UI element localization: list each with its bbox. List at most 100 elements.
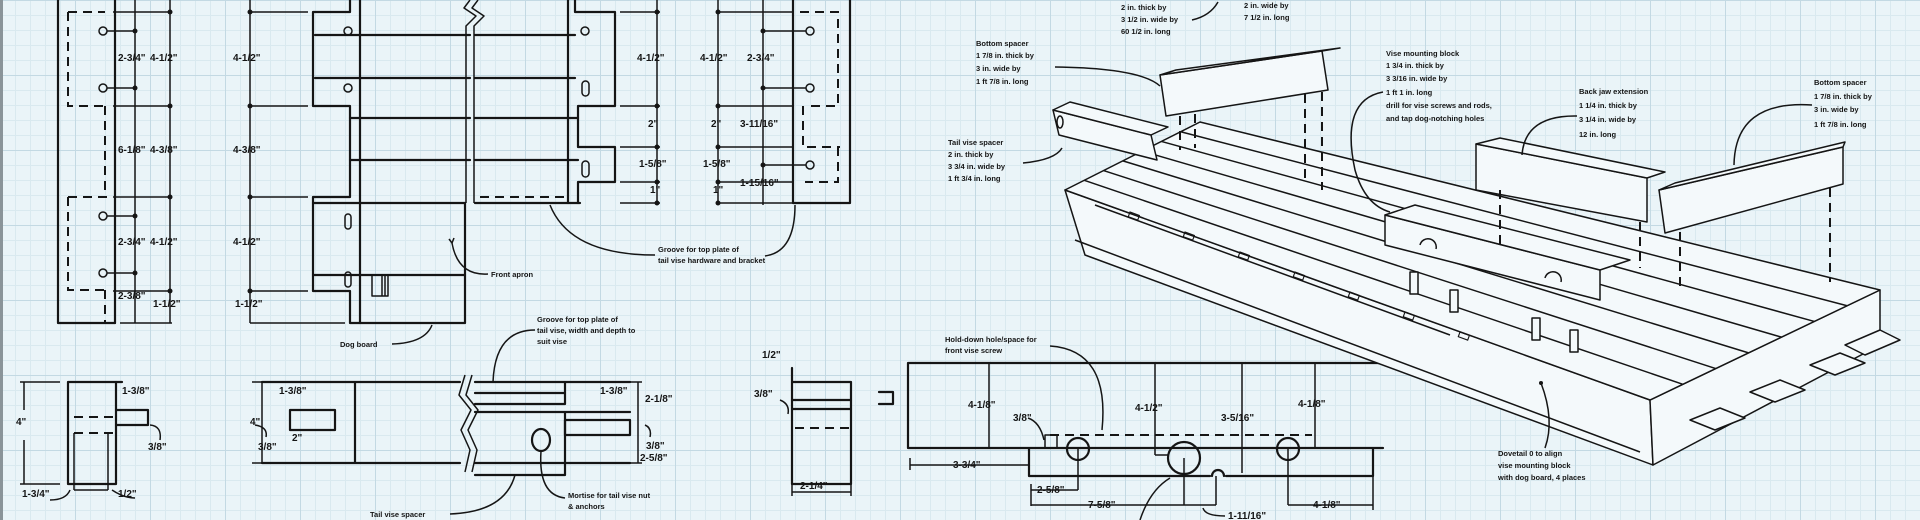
dim-label: 2-3/8" bbox=[118, 291, 146, 302]
leader-line bbox=[451, 242, 489, 275]
notch bbox=[114, 380, 150, 427]
dim-label: 2-5/8" bbox=[1037, 485, 1065, 496]
section-outline bbox=[790, 366, 853, 486]
dim-label: 3-11/16" bbox=[740, 119, 778, 130]
dim-label: 4-1/2" bbox=[150, 53, 178, 64]
note-text: 12 in. long bbox=[1579, 130, 1617, 139]
dim-label: 3-3/4" bbox=[953, 460, 981, 471]
note-text: 3 in. wide by bbox=[976, 64, 1021, 73]
note-text: tail vise, width and depth to bbox=[537, 326, 636, 335]
note-mortise: Mortise for tail vise nut & anchors bbox=[539, 450, 651, 511]
dim-label: 4-1/2" bbox=[233, 53, 261, 64]
note-text: suit vise bbox=[537, 337, 567, 346]
dog-slot bbox=[581, 80, 590, 97]
leader-line bbox=[1049, 345, 1104, 431]
dimension-line bbox=[20, 381, 60, 485]
dimension-ticks bbox=[247, 9, 345, 324]
dim-label: 3/8" bbox=[646, 441, 665, 452]
board-strip-line bbox=[1180, 130, 1848, 307]
dim-label: 4-1/2" bbox=[700, 53, 728, 64]
leader-line bbox=[1540, 382, 1550, 449]
leader-line bbox=[1521, 115, 1578, 156]
dim-label: 7-5/8" bbox=[1088, 500, 1116, 511]
note-text: 1 7/8 in. thick by bbox=[1814, 92, 1873, 101]
note-text: 3 1/2 in. wide by bbox=[1121, 15, 1179, 24]
bottom-spacer-left-block bbox=[1159, 47, 1341, 190]
note-text: 1 ft 1 in. long bbox=[1386, 88, 1433, 97]
leader-dot bbox=[1539, 381, 1543, 385]
section-outline-right bbox=[473, 380, 632, 477]
dim-label: 3/8" bbox=[148, 442, 167, 453]
dim-label: 3/8" bbox=[258, 442, 277, 453]
dim-label: 4-1/8" bbox=[1313, 500, 1341, 511]
vise-nut-mortise bbox=[371, 275, 389, 297]
dim-label: 1-11/16" bbox=[1228, 511, 1266, 520]
note-text: 1 ft 3/4 in. long bbox=[948, 174, 1001, 183]
tail-vise-spacer-block bbox=[1052, 101, 1169, 161]
note-bottom-spacer-left: Bottom spacer 1 7/8 in. thick by 3 in. w… bbox=[976, 39, 1161, 87]
dim-label: 1-1/2" bbox=[153, 299, 181, 310]
apron-outline-right bbox=[573, 0, 617, 205]
isometric-bench-top bbox=[1052, 47, 1901, 466]
board-lines bbox=[311, 33, 472, 277]
leader-line bbox=[449, 474, 516, 515]
dim-label: 1-3/8" bbox=[600, 386, 628, 397]
dimension-line bbox=[630, 381, 642, 464]
leader-line bbox=[1733, 103, 1813, 166]
dim-label: 2" bbox=[292, 433, 303, 444]
note-text: 3 3/16 in. wide by bbox=[1386, 74, 1448, 83]
note-text: drill for vise screws and rods, bbox=[1386, 101, 1492, 110]
note-text: Bottom spacer bbox=[976, 39, 1029, 48]
hidden-lines bbox=[74, 416, 116, 434]
left-end-elevation: 2-3/4" 4-1/2" 6-1/8" 4-3/8" 2-3/4" 4-1/2… bbox=[56, 0, 345, 325]
note-bottom-spacer-right: Bottom spacer 1 7/8 in. thick by 3 in. w… bbox=[1733, 78, 1873, 166]
note-text: 1 1/4 in. thick by bbox=[1579, 101, 1638, 110]
dim-label: 2-5/8" bbox=[640, 453, 668, 464]
dim-label: 4-3/8" bbox=[150, 145, 178, 156]
note-text: tail vise hardware and bracket bbox=[658, 256, 766, 265]
hidden-lines bbox=[67, 11, 108, 323]
leader-line bbox=[391, 324, 433, 345]
note-text: Dovetail 0 to align bbox=[1498, 449, 1563, 458]
note-back-jaw-extension: Back jaw extension 1 1/4 in. thick by 3 … bbox=[1521, 87, 1649, 156]
note-text: 1 7/8 in. thick by bbox=[976, 51, 1035, 60]
note-text: 1 3/4 in. thick by bbox=[1386, 61, 1445, 70]
dim-label: 4-1/8" bbox=[1298, 399, 1326, 410]
leader-line bbox=[49, 424, 162, 501]
dog-holes-front bbox=[1127, 211, 1471, 341]
dog-holes bbox=[763, 26, 815, 170]
dim-label: 1-3/4" bbox=[22, 489, 50, 500]
dim-label: 1-3/8" bbox=[122, 386, 150, 397]
dimension-lines bbox=[909, 363, 1374, 520]
break-mark bbox=[458, 374, 479, 473]
dog-board-tabs bbox=[1689, 329, 1901, 431]
dim-label: 2-1/4" bbox=[800, 481, 828, 492]
notch bbox=[1210, 468, 1226, 478]
bottom-spacer-right-block bbox=[1658, 141, 1846, 290]
dim-label: 2-3/4" bbox=[118, 237, 146, 248]
hidden-lines bbox=[800, 11, 840, 183]
note-groove-top-plate: Groove for top plate of tail vise hardwa… bbox=[549, 204, 796, 265]
dim-label: 4-3/8" bbox=[233, 145, 261, 156]
note-text: Vise mounting block bbox=[1386, 49, 1460, 58]
front-apron-elevation: 4-1/8" 3/8" 4-1/2" 3-5/16" 4-1/8" 3-3/4"… bbox=[877, 361, 1385, 520]
dog-slot bbox=[581, 160, 590, 178]
dim-label: 1-3/8" bbox=[279, 386, 307, 397]
dim-label: 4" bbox=[16, 417, 27, 428]
note-text: with dog board, 4 places bbox=[1497, 473, 1586, 482]
section-3: 1/2" 3/8" 2-1/4" bbox=[754, 350, 853, 496]
outline bbox=[56, 0, 117, 325]
section-1: 4" 1-3/8" 3/8" 1-3/4" 1/2" bbox=[16, 380, 167, 501]
note-groove-section: Groove for top plate of tail vise, width… bbox=[492, 315, 636, 383]
dimension-line bbox=[73, 433, 109, 491]
note-text: 2 in. thick by bbox=[948, 150, 994, 159]
note-text: front vise screw bbox=[945, 346, 1002, 355]
note-top-right: 2 in. wide by 7 1/2 in. long bbox=[1244, 1, 1290, 22]
dog-hole bbox=[343, 26, 353, 36]
dimension-line bbox=[779, 399, 852, 496]
apron-lines bbox=[1074, 204, 1641, 453]
note-dovetail: Dovetail 0 to align vise mounting block … bbox=[1497, 381, 1586, 482]
note-vise-mounting-block: Vise mounting block 1 3/4 in. thick by 3… bbox=[1350, 49, 1492, 213]
leader-line bbox=[1191, 1, 1219, 21]
dim-label: 4-1/2" bbox=[1135, 403, 1163, 414]
